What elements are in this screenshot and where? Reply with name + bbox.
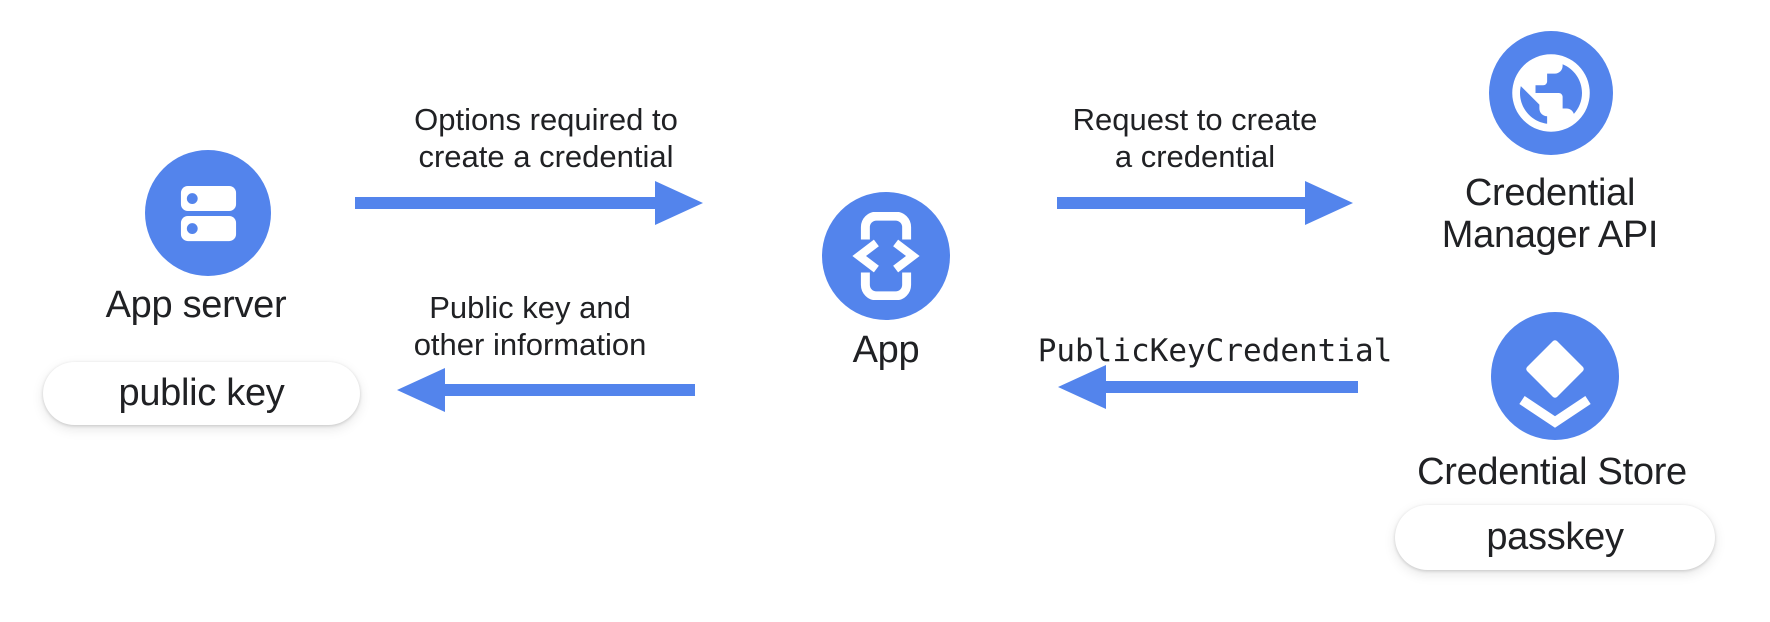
app-node bbox=[822, 192, 950, 320]
public-key-return-arrow bbox=[397, 368, 695, 412]
options-arrow bbox=[355, 181, 703, 225]
credential-return-arrow bbox=[1058, 365, 1358, 409]
request-arrow-label-line2: a credential bbox=[1114, 139, 1276, 174]
public-key-return-label-line1: Public key and bbox=[429, 290, 631, 325]
options-arrow-shaft bbox=[355, 197, 659, 209]
app-server-label: App server bbox=[105, 284, 287, 326]
globe-icon bbox=[1512, 54, 1590, 132]
request-arrow-shaft bbox=[1057, 197, 1309, 209]
credential-manager-api-label: Credential Manager API bbox=[1400, 172, 1700, 256]
public-key-credential-label: PublicKeyCredential bbox=[1037, 333, 1393, 369]
public-key-badge-text: public key bbox=[118, 372, 285, 414]
request-arrow-label: Request to create a credential bbox=[1005, 101, 1385, 175]
credential-manager-api-node bbox=[1489, 31, 1613, 155]
options-arrow-label-line1: Options required to bbox=[414, 102, 678, 137]
public-key-return-arrow-head bbox=[397, 368, 445, 412]
phone-code-icon bbox=[842, 212, 930, 300]
public-key-return-label: Public key and other information bbox=[340, 289, 720, 363]
options-arrow-head bbox=[655, 181, 703, 225]
options-arrow-label: Options required to create a credential bbox=[356, 101, 736, 175]
credential-manager-api-label-line1: Credential bbox=[1464, 172, 1636, 214]
request-arrow-label-line1: Request to create bbox=[1072, 102, 1318, 137]
credential-manager-api-label-line2: Manager API bbox=[1441, 214, 1659, 256]
layers-icon bbox=[1519, 340, 1591, 428]
app-server-node bbox=[145, 150, 271, 276]
options-arrow-label-line2: create a credential bbox=[418, 139, 674, 174]
public-key-return-label-line2: other information bbox=[413, 327, 647, 362]
passkey-badge-text: passkey bbox=[1486, 516, 1624, 558]
server-icon bbox=[180, 185, 236, 241]
credential-return-arrow-shaft bbox=[1102, 381, 1358, 393]
public-key-return-arrow-shaft bbox=[441, 384, 695, 396]
passkey-badge: passkey bbox=[1395, 505, 1715, 570]
request-arrow-head bbox=[1305, 181, 1353, 225]
credential-return-arrow-head bbox=[1058, 365, 1106, 409]
credential-store-node bbox=[1491, 312, 1619, 440]
app-label: App bbox=[852, 329, 920, 371]
request-arrow bbox=[1057, 181, 1353, 225]
public-key-badge: public key bbox=[43, 362, 360, 425]
credential-store-label: Credential Store bbox=[1417, 451, 1687, 493]
